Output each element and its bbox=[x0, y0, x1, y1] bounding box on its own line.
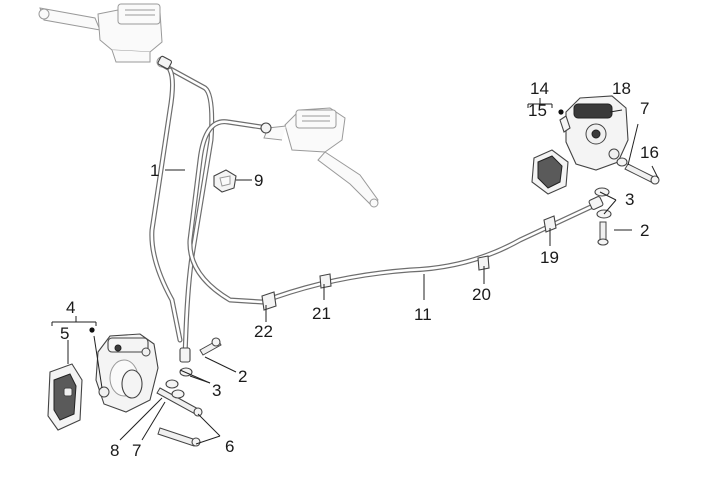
callout-22: 22 bbox=[254, 322, 273, 341]
callout-7-rear: 7 bbox=[640, 99, 649, 118]
brake-hose-11 bbox=[187, 119, 604, 305]
right-handlebar-master-cylinder bbox=[263, 107, 379, 208]
clip-19 bbox=[543, 215, 557, 233]
clip-9 bbox=[213, 169, 237, 193]
brake-hose-1 bbox=[149, 55, 215, 363]
clip-20 bbox=[477, 255, 490, 271]
front-brake-caliper bbox=[95, 333, 159, 413]
front-caliper-bolts bbox=[156, 337, 222, 447]
callout-14: 14 bbox=[530, 79, 549, 98]
callout-7-front: 7 bbox=[132, 441, 141, 460]
marker-dot-front bbox=[89, 327, 95, 333]
callout-labels: 1 9 22 21 11 20 19 2 3 16 7 18 14 15 4 5… bbox=[60, 79, 659, 460]
marker-dot-rear bbox=[558, 109, 564, 115]
callout-2-front: 2 bbox=[238, 367, 247, 386]
callout-20: 20 bbox=[472, 285, 491, 304]
hose-clips bbox=[261, 215, 557, 311]
clip-21 bbox=[319, 273, 332, 289]
callout-19: 19 bbox=[540, 248, 559, 267]
rear-brake-pads bbox=[531, 149, 569, 195]
callout-6: 6 bbox=[225, 437, 234, 456]
leader-lines bbox=[51, 98, 659, 445]
callout-9: 9 bbox=[254, 171, 263, 190]
callout-16: 16 bbox=[640, 143, 659, 162]
callout-5: 5 bbox=[60, 324, 69, 343]
callout-18: 18 bbox=[612, 79, 631, 98]
callout-3-front: 3 bbox=[212, 381, 221, 400]
rear-brake-caliper bbox=[559, 95, 629, 171]
callout-4: 4 bbox=[66, 298, 75, 317]
clip-22 bbox=[261, 291, 277, 311]
callout-11: 11 bbox=[414, 305, 432, 324]
callout-3-rear: 3 bbox=[625, 190, 634, 209]
front-brake-pads bbox=[47, 363, 83, 431]
callout-8: 8 bbox=[110, 441, 119, 460]
callout-2-rear: 2 bbox=[640, 221, 649, 240]
callout-1: 1 bbox=[150, 161, 159, 180]
left-handlebar-master-cylinder bbox=[38, 3, 168, 68]
callout-15: 15 bbox=[528, 101, 547, 120]
callout-21: 21 bbox=[312, 304, 331, 323]
rear-caliper-bolts bbox=[594, 157, 660, 246]
